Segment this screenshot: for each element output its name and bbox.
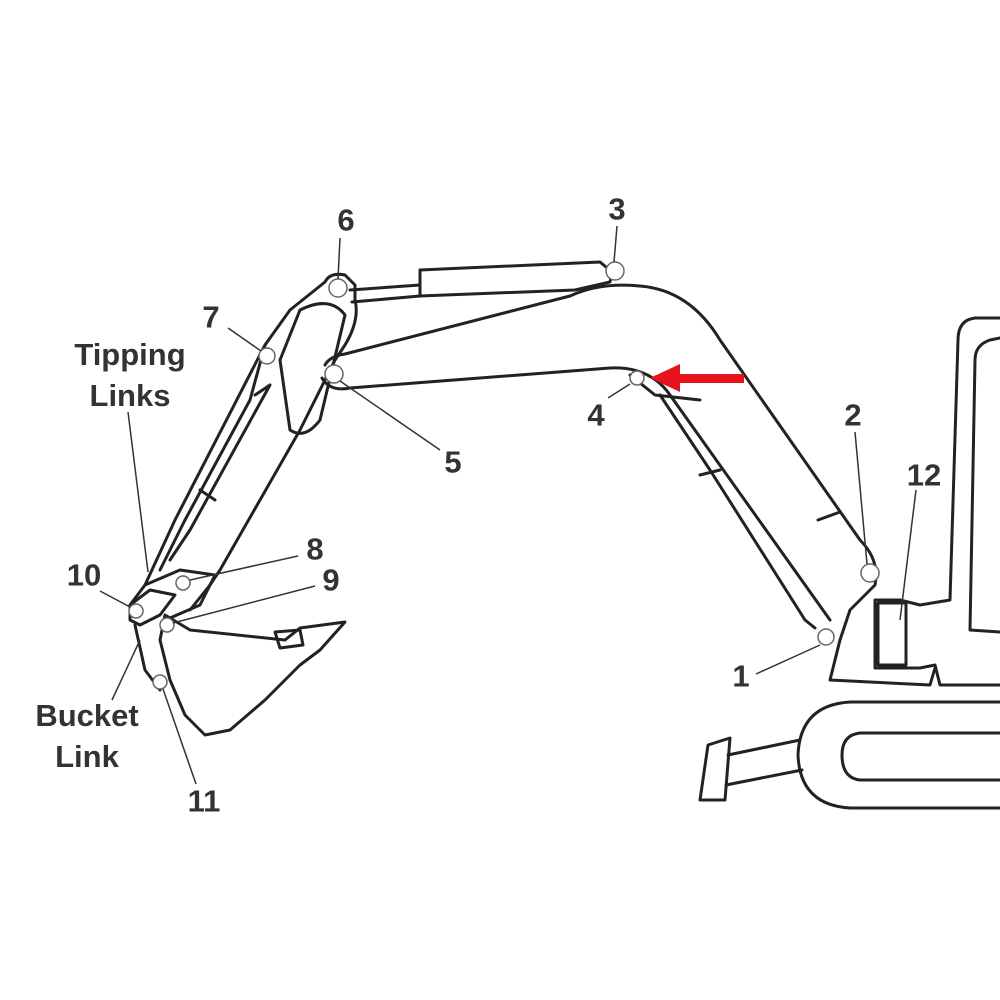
- label-2: 2: [844, 397, 862, 433]
- label-6: 6: [337, 202, 355, 238]
- tracks: [698, 700, 1000, 810]
- label-bucket-link: Bucket Link: [35, 695, 138, 777]
- label-9: 9: [322, 562, 340, 598]
- label-5: 5: [444, 444, 462, 480]
- arm: [128, 272, 358, 612]
- label-4: 4: [587, 397, 605, 433]
- cab: [873, 316, 1000, 687]
- pivot-pins: [128, 261, 880, 690]
- bucket: [128, 568, 347, 737]
- red-arrow-icon: [650, 364, 744, 392]
- pin-11: [152, 674, 168, 690]
- pin-3: [605, 261, 625, 281]
- label-bucket-link-line2: Link: [55, 739, 119, 774]
- label-8: 8: [306, 531, 324, 567]
- pin-2: [860, 563, 880, 583]
- pin-9: [159, 617, 175, 633]
- label-11: 11: [187, 783, 221, 819]
- label-tipping-links-line2: Links: [89, 378, 171, 413]
- label-tipping-links: Tipping Links: [74, 334, 185, 416]
- pin-5: [324, 364, 344, 384]
- pin-1: [817, 628, 835, 646]
- pin-4: [629, 370, 645, 386]
- label-10: 10: [66, 557, 102, 593]
- pin-6: [328, 278, 348, 298]
- label-3: 3: [608, 191, 626, 227]
- label-1: 1: [732, 658, 750, 694]
- boom: [320, 283, 937, 687]
- label-7: 7: [202, 299, 220, 335]
- label-tipping-links-line1: Tipping: [74, 337, 186, 372]
- pin-10: [128, 603, 144, 619]
- label-12: 12: [906, 457, 942, 493]
- leader-lines: [99, 225, 917, 785]
- label-bucket-link-line1: Bucket: [35, 698, 139, 733]
- pin-8: [175, 575, 191, 591]
- pin-7: [258, 347, 276, 365]
